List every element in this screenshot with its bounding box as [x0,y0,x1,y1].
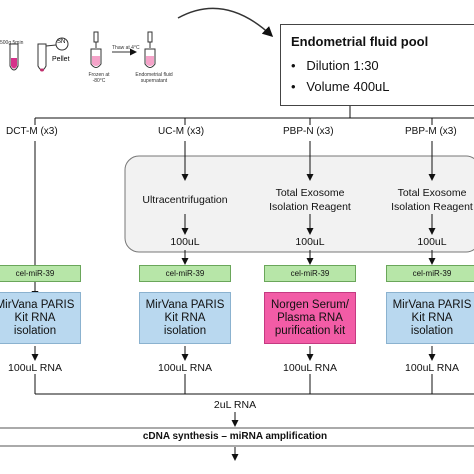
frozen-label: Frozen at -80°C [88,72,110,84]
final-step-label: cDNA synthesis – miRNA amplification [142,431,328,442]
pool-title: Endometrial fluid pool [291,34,429,49]
spin-label: 500g 5min [0,40,24,46]
volume-label: 100uL [295,236,325,248]
supernatant-label: Endometrial fluid supernatant [135,72,173,84]
merge-volume-label: 2uL RNA [213,399,257,411]
ultracentrifugation-step: Ultracentrifugation [142,194,228,206]
method-label: PBP-N (x3) [281,126,336,137]
pipette-frozen-icon [90,31,102,68]
final-box [0,427,474,447]
pool-box: Endometrial fluid pool • Dilution 1:30 •… [280,24,474,106]
thaw-label: Thaw at 4°C [112,45,140,51]
rna-volume-label: 100uL RNA [283,362,337,374]
rna-volume-label: 100uL RNA [405,362,459,374]
rna-volume-label: 100uL RNA [158,362,212,374]
spikein-box: cel-miR-39 [264,265,356,282]
pellet-label: Pellet [52,56,70,63]
method-label: UC-M (x3) [156,126,207,137]
tube-icon [9,43,19,71]
spikein-box: cel-miR-39 [139,265,231,282]
kit-box-norgen: Norgen Serum/ Plasma RNA purification ki… [264,292,356,344]
kit-box-mirvana: MirVana PARIS Kit RNA isolation [139,292,231,344]
pipette-thaw-icon [144,31,156,68]
volume-label: 100uL [417,236,447,248]
tei-step: Total Exosome Isolation Reagent [391,187,473,213]
kit-box-mirvana: MirVana PARIS Kit RNA isolation [0,292,81,344]
sn-circle-icon [55,37,69,51]
tei-step: Total Exosome Isolation Reagent [269,187,351,213]
rna-volume-label: 100uL RNA [8,362,62,374]
volume-label: 100uL [170,236,200,248]
curved-arrow-to-pool [177,7,274,38]
method-label: DCT-M (x3) [4,126,60,137]
kit-box-mirvana: MirVana PARIS Kit RNA isolation [386,292,474,344]
pool-item: • Volume 400uL [291,79,390,94]
method-label: PBP-M (x3) [403,126,459,137]
pool-item: • Dilution 1:30 [291,58,379,73]
sn-pellet-tube-icon [37,43,47,72]
spikein-box: cel-miR-39 [0,265,81,282]
processing-panel [124,155,474,253]
sn-label: SN [57,39,66,45]
spikein-box: cel-miR-39 [386,265,474,282]
